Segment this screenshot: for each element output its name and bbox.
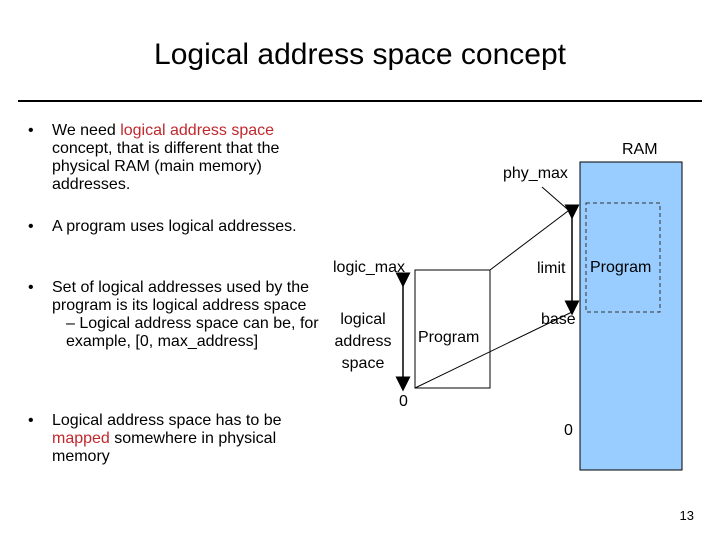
bullet-dot: •: [28, 218, 34, 235]
phy-max-pointer: [541, 186, 575, 216]
logical-address-space-label: logical address space: [334, 311, 392, 372]
ram-block: [579, 161, 683, 471]
logical-program-label: Program: [418, 329, 480, 346]
page-number: 13: [679, 508, 694, 523]
sub-bullet: – Logical address space can be, for exam…: [66, 315, 319, 350]
physical-zero-label: 0: [564, 422, 573, 439]
bullet-dot: •: [28, 412, 34, 429]
physical-program-label: Program: [590, 259, 652, 276]
map-line-bottom: [414, 311, 573, 389]
phy-max-label: phy_max: [503, 165, 568, 182]
bullet-dot: •: [28, 279, 34, 296]
map-line-top: [489, 207, 573, 271]
logical-program-box: [414, 269, 491, 389]
logic-max-label: logic_max: [333, 259, 406, 276]
limit-label: limit: [537, 260, 566, 277]
physical-program-box: [585, 202, 661, 313]
bullet-dot: •: [28, 122, 34, 139]
title-divider: [18, 100, 702, 102]
slide-title: Logical address space concept: [154, 38, 566, 71]
logical-zero-label: 0: [399, 393, 408, 410]
ram-label: RAM: [622, 141, 658, 158]
base-label: base: [541, 311, 576, 328]
